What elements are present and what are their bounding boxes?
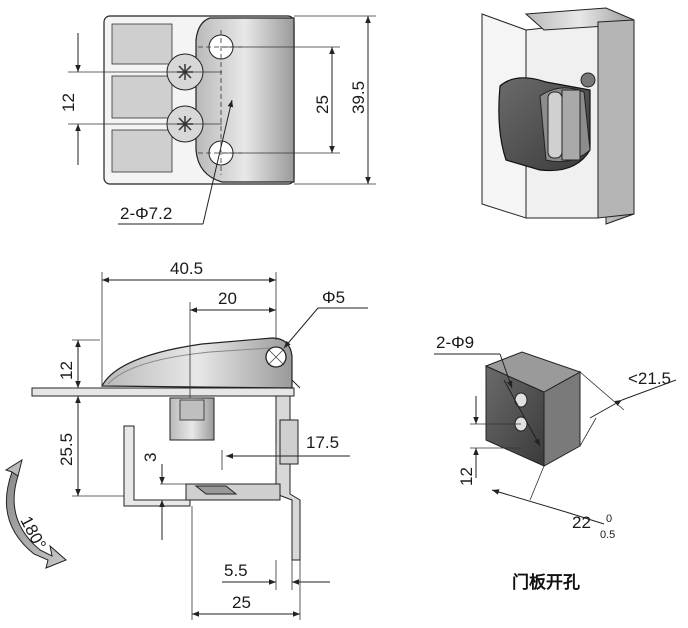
side-dim-height: 25.5 — [57, 433, 76, 466]
side-dim-reach: 17.5 — [306, 433, 339, 452]
cutout-dim-angle: <21.5 — [628, 369, 671, 388]
cutout-dim-spacing: 12 — [457, 467, 476, 486]
rotate-arrow-icon — [5, 471, 67, 569]
side-dim-base: 25 — [232, 593, 251, 612]
door-panel — [31, 387, 295, 397]
side-dim-top: 12 — [57, 361, 76, 380]
cutout-tol-lower: 0.5 — [600, 529, 615, 541]
side-dim-pin: Φ5 — [322, 288, 345, 307]
side-dim-offset: 5.5 — [224, 561, 248, 580]
cutout-view: 2-Φ9 <21.5 12 22 0 0.5 门板开孔 — [434, 333, 677, 593]
cutout-dim-holes: 2-Φ9 — [436, 333, 474, 352]
cutout-dim-edge: 22 — [572, 513, 591, 532]
front-dim-spacing: 25 — [313, 95, 332, 114]
side-dim-inner: 20 — [218, 289, 237, 308]
cutout-hole-top — [514, 392, 528, 408]
cutout-tol-upper: 0 — [606, 513, 612, 525]
side-view: 12 25.5 40.5 20 Φ5 3 17.5 5.5 25 180° — [4, 259, 368, 620]
front-view: 12 25 39.5 2-Φ7.2 — [59, 15, 376, 225]
side-dim-width: 40.5 — [170, 259, 203, 278]
front-dim-holes: 2-Φ7.2 — [120, 204, 172, 223]
side-dim-gap: 3 — [141, 453, 160, 462]
front-dim-total: 39.5 — [349, 81, 368, 114]
front-dim-left: 12 — [59, 93, 78, 112]
cutout-caption: 门板开孔 — [512, 572, 580, 593]
iso-view — [481, 7, 635, 225]
handle-arc — [101, 337, 293, 389]
